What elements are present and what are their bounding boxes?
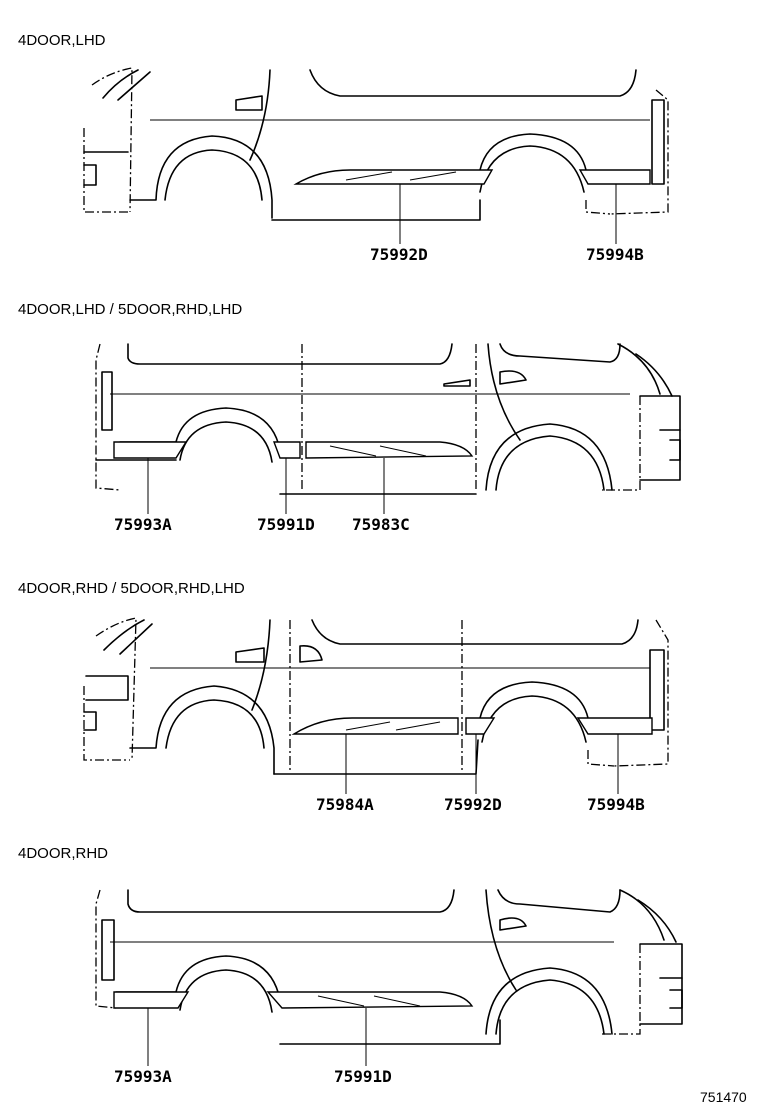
section-label-4: 4DOOR,RHD [18, 845, 109, 862]
part-label-75992D: 75992D [370, 245, 428, 264]
part-label-75991D: 75991D [334, 1067, 392, 1086]
vehicle-drawing-3 [83, 617, 669, 794]
figure-number: 751470 [700, 1089, 747, 1105]
section-label-3: 4DOOR,RHD / 5DOOR,RHD,LHD [18, 580, 245, 597]
section-label-2: 4DOOR,LHD / 5DOOR,RHD,LHD [18, 301, 243, 318]
section-label-1: 4DOOR,LHD [18, 32, 106, 49]
part-label-75993A: 75993A [114, 515, 172, 534]
part-label-75994B: 75994B [587, 795, 645, 814]
part-label-75992D: 75992D [444, 795, 502, 814]
vehicle-drawing-2 [95, 343, 681, 514]
vehicle-drawing-4 [95, 889, 683, 1066]
part-label-75984A: 75984A [316, 795, 374, 814]
part-label-75993A: 75993A [114, 1067, 172, 1086]
vehicle-drawing-1 [83, 67, 669, 244]
part-label-75983C: 75983C [352, 515, 410, 534]
part-label-75991D: 75991D [257, 515, 315, 534]
part-label-75994B: 75994B [586, 245, 644, 264]
